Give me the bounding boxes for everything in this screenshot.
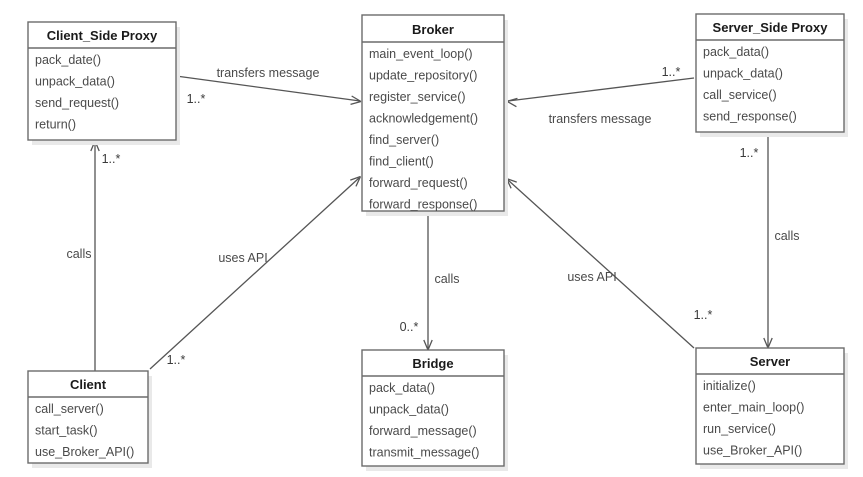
multiplicity-broker-to-bridge: 0..*: [400, 320, 419, 334]
association-server-to-broker[interactable]: [504, 175, 695, 349]
class-method-server_side_proxy-0: pack_data(): [703, 45, 769, 59]
association-labels-csp-to-broker: transfers message 1..*: [187, 66, 320, 106]
multiplicity-server-to-broker: 1..*: [694, 308, 713, 322]
class-name-bridge: Bridge: [412, 356, 453, 371]
association-ssp-to-server[interactable]: [763, 133, 773, 349]
class-box-outline-client_side_proxy[interactable]: [27, 21, 177, 141]
class-method-broker-3: acknowledgement(): [369, 112, 478, 126]
association-labels-client-to-csp: calls 1..*: [66, 152, 120, 261]
class-box-layer: Client_Side Proxy pack_date() unpack_data(…: [27, 13, 848, 471]
association-label-broker-to-bridge: calls: [434, 272, 459, 286]
multiplicity-ssp-to-server: 1..*: [740, 146, 759, 160]
association-broker-to-bridge[interactable]: [423, 212, 433, 351]
class-box-bridge[interactable]: Bridge pack_data() unpack_data() forward_me…: [361, 349, 508, 471]
class-method-broker-2: register_service(): [369, 90, 466, 104]
class-method-server-3: use_Broker_API(): [703, 444, 802, 458]
class-box-server_side_proxy[interactable]: Server_Side Proxy pack_data() unpack_data(…: [695, 13, 848, 137]
class-name-server: Server: [750, 354, 790, 369]
class-method-client-2: use_Broker_API(): [35, 445, 134, 459]
class-box-outline-client[interactable]: [27, 370, 149, 464]
class-method-broker-5: find_client(): [369, 155, 434, 169]
class-method-broker-4: find_server(): [369, 133, 439, 147]
class-box-outline-server[interactable]: [695, 347, 845, 465]
multiplicity-client-to-csp: 1..*: [102, 152, 121, 166]
class-method-server_side_proxy-2: call_service(): [703, 88, 777, 102]
multiplicity-ssp-to-broker: 1..*: [662, 65, 681, 79]
class-box-client[interactable]: Client call_server() start_task() use_Broke…: [27, 370, 152, 468]
class-box-outline-broker[interactable]: [361, 14, 505, 212]
arrowhead-ssp-to-broker: [506, 97, 518, 108]
arrowhead-broker-to-bridge: [423, 339, 433, 351]
multiplicity-client-to-broker: 1..*: [167, 353, 186, 367]
class-method-bridge-3: transmit_message(): [369, 446, 479, 460]
arrowhead-csp-to-broker: [350, 95, 362, 105]
class-method-server-1: enter_main_loop(): [703, 401, 804, 415]
association-label-csp-to-broker: transfers message: [217, 66, 320, 80]
class-method-client_side_proxy-1: unpack_data(): [35, 75, 115, 89]
class-box-outline-bridge[interactable]: [361, 349, 505, 467]
association-layer: [90, 75, 773, 371]
class-name-broker: Broker: [412, 22, 454, 37]
association-line-server-to-broker[interactable]: [507, 179, 695, 349]
class-method-bridge-0: pack_data(): [369, 381, 435, 395]
class-method-bridge-1: unpack_data(): [369, 403, 449, 417]
class-method-client-0: call_server(): [35, 402, 104, 416]
association-labels-client-to-broker: uses API 1..*: [167, 251, 268, 367]
class-box-client_side_proxy[interactable]: Client_Side Proxy pack_date() unpack_data(…: [27, 21, 180, 145]
association-labels-broker-to-bridge: calls 0..*: [400, 272, 460, 334]
class-method-server-2: run_service(): [703, 422, 776, 436]
association-csp-to-broker[interactable]: [175, 75, 362, 106]
association-client-to-broker[interactable]: [149, 173, 363, 370]
class-method-client_side_proxy-2: send_request(): [35, 96, 119, 110]
association-label-layer: transfers message 1..* transfers message 1.…: [66, 65, 799, 367]
class-name-client: Client: [70, 377, 107, 392]
class-method-broker-6: forward_request(): [369, 176, 468, 190]
association-labels-ssp-to-server: calls 1..*: [740, 146, 800, 243]
association-label-server-to-broker: uses API: [567, 270, 616, 284]
multiplicity-csp-to-broker: 1..*: [187, 92, 206, 106]
class-method-broker-7: forward_response(): [369, 198, 477, 212]
class-method-client-1: start_task(): [35, 424, 98, 438]
association-line-csp-to-broker[interactable]: [175, 75, 361, 102]
class-method-client_side_proxy-0: pack_date(): [35, 53, 101, 67]
association-line-client-to-broker[interactable]: [149, 177, 360, 370]
class-name-client_side_proxy: Client_Side Proxy: [47, 28, 158, 43]
class-box-server[interactable]: Server initialize() enter_main_loop() run_s…: [695, 347, 848, 469]
association-labels-server-to-broker: uses API 1..*: [567, 270, 712, 322]
association-ssp-to-broker[interactable]: [506, 77, 695, 108]
association-line-ssp-to-broker[interactable]: [507, 77, 695, 102]
association-label-ssp-to-server: calls: [774, 229, 799, 243]
class-method-server_side_proxy-3: send_response(): [703, 110, 797, 124]
class-method-broker-1: update_repository(): [369, 69, 477, 83]
class-method-bridge-2: forward_message(): [369, 424, 477, 438]
association-client-to-csp[interactable]: [90, 140, 100, 371]
association-label-ssp-to-broker: transfers message: [549, 112, 652, 126]
class-method-client_side_proxy-3: return(): [35, 118, 76, 132]
arrowhead-ssp-to-server: [763, 337, 773, 349]
class-box-broker[interactable]: Broker main_event_loop() update_repository…: [361, 14, 508, 216]
class-method-server_side_proxy-1: unpack_data(): [703, 67, 783, 81]
class-method-server-0: initialize(): [703, 379, 756, 393]
association-label-client-to-csp: calls: [66, 247, 91, 261]
class-box-outline-server_side_proxy[interactable]: [695, 13, 845, 133]
class-name-server_side_proxy: Server_Side Proxy: [713, 20, 829, 35]
arrowhead-client-to-broker: [350, 175, 362, 187]
association-labels-ssp-to-broker: transfers message 1..*: [549, 65, 681, 126]
association-label-client-to-broker: uses API: [218, 251, 267, 265]
class-method-broker-0: main_event_loop(): [369, 47, 473, 61]
